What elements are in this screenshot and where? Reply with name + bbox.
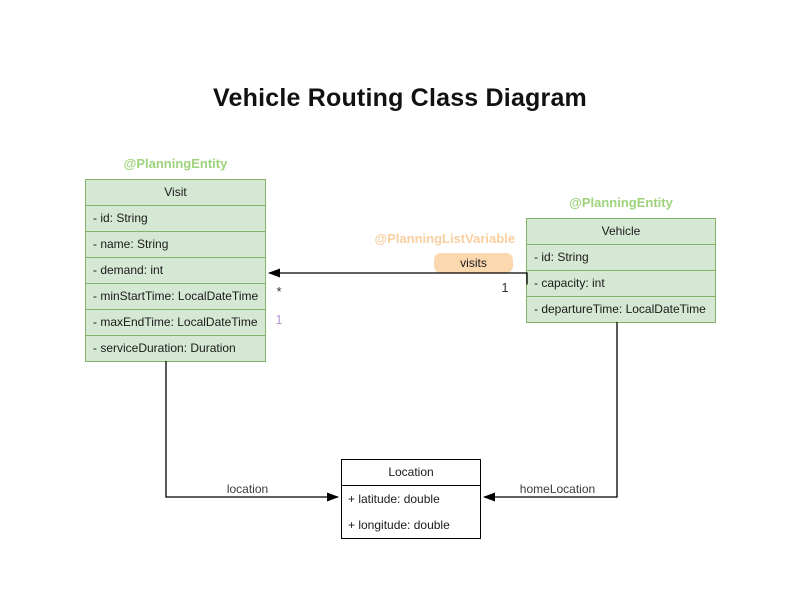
diagram-title: Vehicle Routing Class Diagram — [213, 84, 587, 112]
location-class[interactable]: Location + latitude: double + longitude:… — [341, 459, 481, 539]
visit-class-name: Visit — [164, 185, 187, 199]
location-edge-label[interactable]: location — [226, 482, 269, 496]
visit-attribute-id: - id: String — [86, 205, 265, 231]
vehicle-annotation: @PlanningEntity — [569, 195, 673, 210]
vehicle-attribute-id: - id: String — [527, 244, 715, 270]
location-attributes: + latitude: double + longitude: double — [342, 485, 480, 538]
location-edge — [165, 361, 339, 502]
visit-attribute-demand: - demand: int — [86, 257, 265, 283]
planning-list-variable-annotation: @PlanningListVariable — [374, 231, 515, 246]
visit-attribute-name: - name: String — [86, 231, 265, 257]
visits-target-multiplicity: * — [276, 284, 282, 299]
visit-attribute-service-duration: - serviceDuration: Duration — [86, 335, 265, 361]
location-attribute-latitude: + latitude: double — [348, 492, 440, 506]
visit-attribute-min-start-time: - minStartTime: LocalDateTime — [86, 283, 265, 309]
vehicle-attribute-capacity: - capacity: int — [527, 270, 715, 296]
visits-muted-multiplicity: 1 — [275, 312, 283, 327]
location-attribute-longitude: + longitude: double — [348, 518, 450, 532]
home-location-edge-label[interactable]: homeLocation — [519, 482, 596, 496]
vehicle-class-name: Vehicle — [601, 224, 641, 238]
visit-annotation: @PlanningEntity — [123, 156, 228, 171]
location-class-name: Location — [388, 465, 434, 479]
visit-class[interactable]: Visit - id: String - name: String - dema… — [85, 179, 266, 362]
visits-source-multiplicity: 1 — [501, 280, 509, 295]
visit-attribute-max-end-time: - maxEndTime: LocalDateTime — [86, 309, 265, 335]
visits-edge-label[interactable]: visits — [434, 253, 513, 273]
visits-edge — [268, 268, 528, 285]
home-location-edge — [483, 322, 618, 502]
vehicle-attribute-departure-time: - departureTime: LocalDateTime — [527, 296, 715, 322]
vehicle-class[interactable]: Vehicle - id: String - capacity: int - d… — [526, 218, 716, 323]
